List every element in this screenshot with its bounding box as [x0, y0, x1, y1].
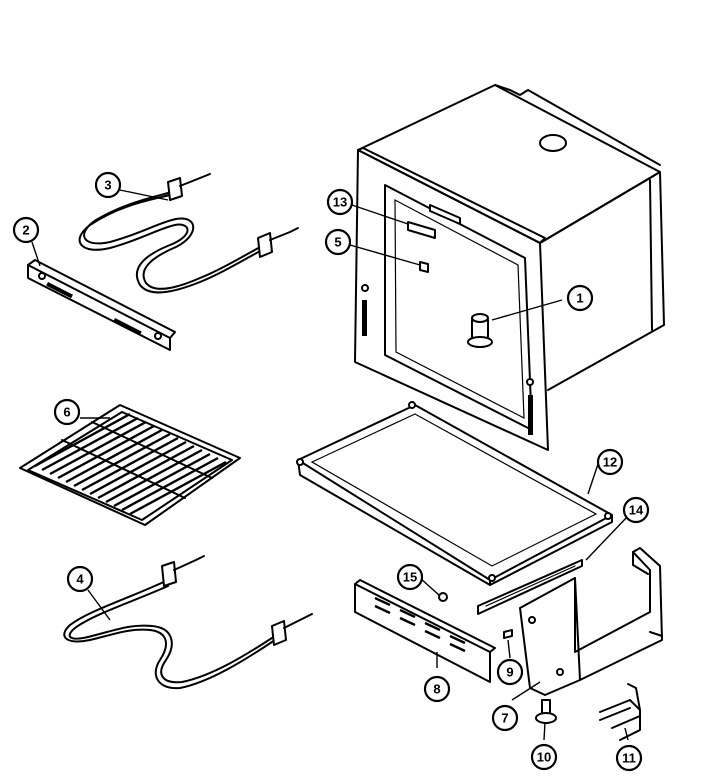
svg-text:9: 9 — [506, 665, 513, 680]
svg-text:10: 10 — [537, 750, 551, 765]
svg-text:1: 1 — [576, 291, 583, 306]
callout-5: 5 — [324, 228, 352, 256]
svg-text:5: 5 — [334, 235, 341, 250]
leveling-leg — [535, 699, 557, 724]
element-bracket — [27, 259, 176, 351]
anti-tip-bracket — [599, 683, 641, 741]
svg-text:3: 3 — [104, 178, 111, 193]
callout-2: 2 — [12, 216, 40, 244]
svg-text:11: 11 — [622, 751, 636, 766]
svg-text:4: 4 — [76, 572, 84, 587]
callout-6: 6 — [53, 398, 81, 426]
screw — [503, 629, 513, 639]
nut — [438, 592, 448, 602]
svg-text:7: 7 — [501, 711, 508, 726]
svg-text:13: 13 — [333, 195, 347, 210]
svg-text:8: 8 — [433, 682, 440, 697]
callout-7: 7 — [491, 704, 519, 732]
callout-14: 14 — [622, 496, 650, 524]
svg-text:14: 14 — [629, 503, 644, 518]
svg-text:6: 6 — [63, 405, 70, 420]
callout-10: 10 — [530, 743, 558, 771]
bake-element — [63, 555, 313, 690]
callout-11: 11 — [615, 744, 643, 772]
callout-13: 13 — [326, 188, 354, 216]
side-bracket — [519, 547, 663, 696]
broil-element — [78, 173, 299, 294]
callout-9: 9 — [496, 658, 524, 686]
trim-strip — [477, 559, 583, 615]
bottom-rail — [354, 579, 496, 683]
svg-text:12: 12 — [603, 455, 617, 470]
callout-3: 3 — [94, 171, 122, 199]
oven-cavity — [354, 84, 665, 451]
svg-text:15: 15 — [403, 570, 417, 585]
leader-lines — [31, 189, 629, 741]
callout-12: 12 — [596, 448, 624, 476]
oven-rack — [19, 404, 241, 526]
callout-15: 15 — [396, 563, 424, 591]
bottom-tray — [296, 401, 613, 586]
callout-4: 4 — [66, 565, 94, 593]
svg-text:2: 2 — [22, 223, 29, 238]
callout-8: 8 — [423, 675, 451, 703]
callout-1: 1 — [566, 284, 594, 312]
